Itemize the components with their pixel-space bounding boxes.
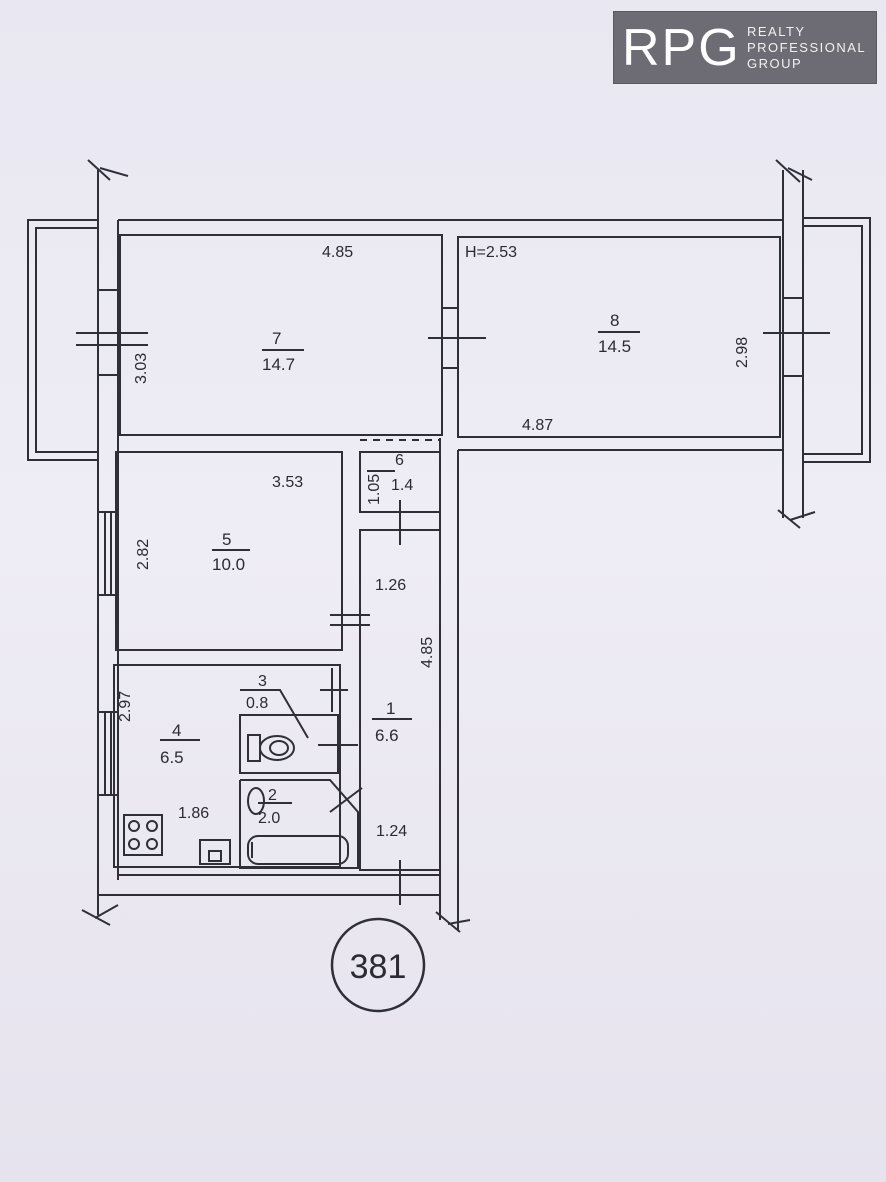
toilet-icon: [247, 734, 295, 762]
bathtub-icon: [247, 835, 349, 865]
sink-icon: [199, 839, 231, 865]
washbasin-icon: [247, 787, 265, 815]
bath-area: 2.0: [258, 810, 280, 827]
logo-mark: RPG: [622, 19, 741, 77]
room5-width: 3.53: [272, 474, 303, 491]
corridor-number: 1: [386, 699, 395, 718]
plan-number: 381: [350, 948, 407, 986]
room6-number: 6: [395, 452, 404, 469]
logo-line-realty: REALTY: [747, 24, 806, 39]
room8-depth: 2.98: [734, 337, 751, 368]
kitchen-depth: 2.97: [117, 691, 134, 722]
room7-number: 7: [272, 329, 281, 348]
room5-depth: 2.82: [135, 539, 152, 570]
room7-depth: 3.03: [133, 353, 150, 384]
wc-number: 3: [258, 673, 267, 690]
corridor-end-width: 1.24: [376, 823, 407, 840]
kitchen-area: 6.5: [160, 748, 184, 767]
corridor-width: 1.26: [375, 577, 406, 594]
stove-icon: [123, 814, 163, 856]
logo-wordmark: REALTY PROFESSIONAL GROUP: [747, 24, 866, 72]
kitchen-width: 1.86: [178, 805, 209, 822]
logo-line-group: GROUP: [747, 56, 803, 71]
room5-area: 10.0: [212, 555, 245, 574]
plan-number-stamp: 381: [330, 917, 426, 1013]
kitchen-number: 4: [172, 721, 181, 740]
labels: 4.85 7 14.7 3.03 H=2.53 8 14.5 2.98 4.87…: [117, 244, 751, 840]
room5-number: 5: [222, 530, 231, 549]
room8-area: 14.5: [598, 337, 631, 356]
room7-area: 14.7: [262, 355, 295, 374]
ceiling-height: H=2.53: [465, 244, 517, 261]
wc-callout: [240, 689, 309, 739]
room6-depth: 1.05: [366, 474, 383, 505]
bath-number: 2: [268, 787, 277, 804]
room8-width: 4.87: [522, 417, 553, 434]
room8-number: 8: [610, 311, 619, 330]
corridor-length: 4.85: [419, 637, 436, 668]
rpg-logo: RPG REALTY PROFESSIONAL GROUP: [613, 11, 877, 84]
room7-width: 4.85: [322, 244, 353, 261]
walls: [27, 159, 871, 933]
wc-area: 0.8: [246, 695, 268, 712]
corridor-area: 6.6: [375, 726, 399, 745]
room6-area: 1.4: [391, 477, 413, 494]
logo-line-professional: PROFESSIONAL: [747, 40, 867, 55]
